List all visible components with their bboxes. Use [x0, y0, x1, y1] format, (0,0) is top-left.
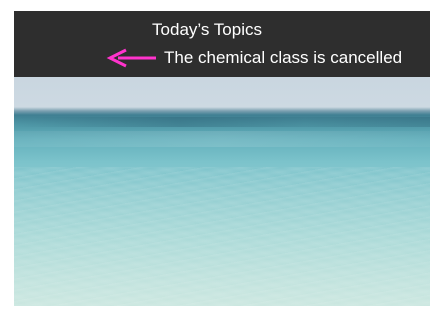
water-shimmer	[14, 167, 430, 306]
sea-dark-band	[14, 117, 430, 127]
sea-light-band	[14, 131, 430, 147]
header-bar: Today’s Topics The chemical class is can…	[14, 11, 430, 77]
ticker-text: The chemical class is cancelled	[164, 48, 403, 67]
sea-photo	[14, 77, 430, 306]
header-title: Today’s Topics	[152, 20, 262, 39]
news-ticker: The chemical class is cancelled	[106, 46, 430, 70]
arrow-left-icon	[106, 48, 156, 68]
slide-frame: Today’s Topics The chemical class is can…	[14, 11, 430, 306]
